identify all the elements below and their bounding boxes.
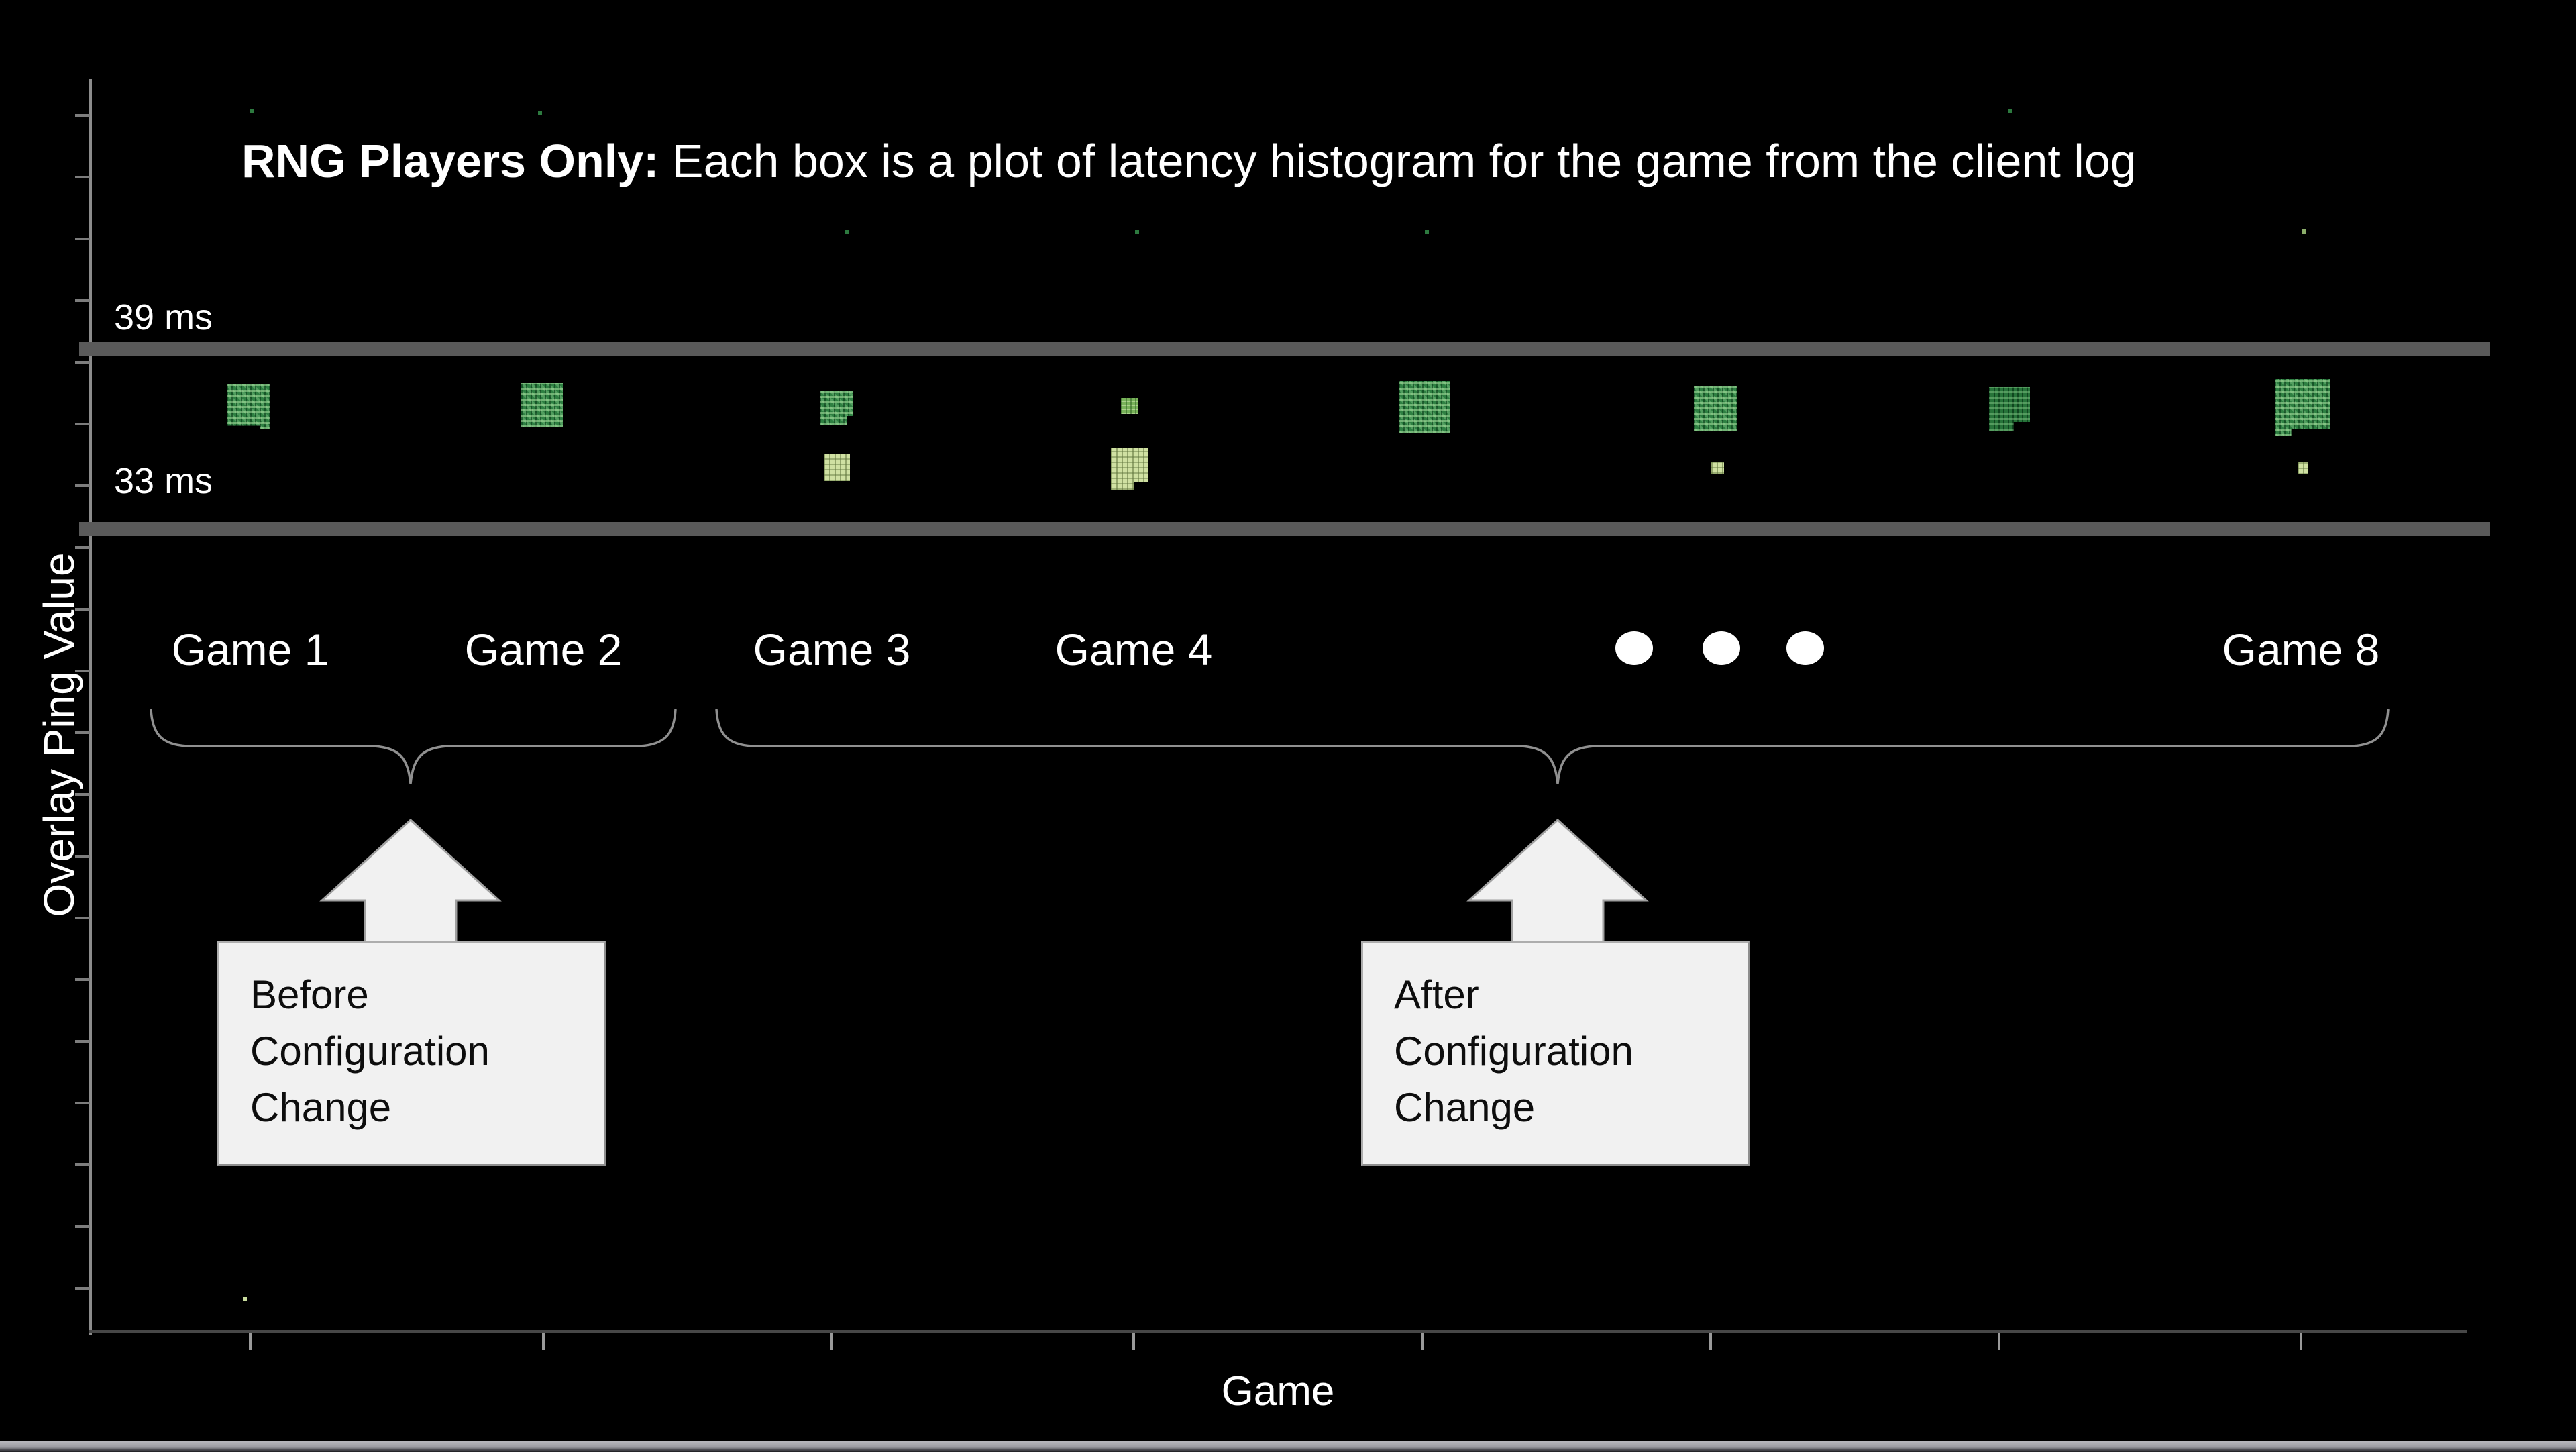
callout-up-arrow [319,818,502,947]
x-axis-tick [1709,1333,1712,1350]
outlier-pixel-dot [1425,230,1429,234]
histogram-box [820,391,853,425]
ellipsis-dot [1703,631,1740,665]
y-axis-tick [75,1287,90,1290]
game-label: Game 3 [753,625,911,674]
histogram-box [1711,462,1724,474]
outlier-pixel-dot [1135,230,1139,234]
after-callout-line3: Change [1394,1085,1536,1130]
ref-line-39ms [79,342,2490,356]
outlier-pixel-dot [2008,109,2012,113]
y-axis-tick [75,299,90,302]
histogram-box [1399,381,1450,433]
x-axis-tick [1132,1333,1135,1350]
histogram-box [824,454,850,481]
y-axis-tick [75,176,90,178]
x-axis-tick [1421,1333,1424,1350]
y-axis-tick [75,608,90,611]
x-axis-tick [830,1333,833,1350]
y-axis-tick [75,731,90,734]
game-label: Game 2 [464,625,623,674]
ellipsis-dot [1786,631,1824,665]
x-axis-tick [1998,1333,2000,1350]
ref-line-33ms [79,522,2490,536]
x-axis-tick [542,1333,545,1350]
outlier-pixel-dot [538,111,542,115]
outlier-pixel-dot [845,230,849,234]
game-label: Game 8 [2222,625,2380,674]
after-callout-line1: After [1394,972,1479,1017]
histogram-box [521,383,563,427]
x-axis-tick [2300,1333,2302,1350]
y-axis-tick [75,546,90,549]
y-axis-tick [75,1225,90,1228]
callout-up-arrow [1466,818,1649,947]
grouping-brace [715,709,2390,784]
histogram-box [1121,398,1138,414]
before-config-callout: Before Configuration Change [217,941,606,1166]
ref-label-39ms: 39 ms [114,297,213,338]
ellipsis-dot [1615,631,1653,665]
y-axis-tick [75,238,90,240]
after-callout-line2: Configuration [1394,1029,1633,1074]
y-axis-tick [75,978,90,981]
y-axis-tick [75,484,90,487]
y-axis-tick [75,670,90,672]
y-axis-tick [75,855,90,858]
outlier-pixel-dot [243,1297,247,1301]
y-axis-tick [75,793,90,796]
ref-label-33ms: 33 ms [114,461,213,501]
histogram-box [2298,462,2308,474]
histogram-box [2275,379,2330,436]
y-axis-tick [75,917,90,919]
x-axis-line [89,1330,2467,1333]
game-label: Game 4 [1055,625,1213,674]
x-axis-tick [249,1333,252,1350]
y-axis-tick [75,423,90,425]
chart-title: RNG Players Only: Each box is a plot of … [241,134,2137,188]
before-callout-line3: Change [250,1085,392,1130]
grouping-brace [150,709,677,784]
chart-title-rest: Each box is a plot of latency histogram … [659,135,2137,187]
outlier-pixel-dot [2302,229,2306,234]
before-callout-line1: Before [250,972,369,1017]
game-label: Game 1 [171,625,329,674]
y-axis-tick [75,1163,90,1166]
y-axis-line [89,79,92,1335]
outlier-pixel-dot [250,109,254,113]
y-axis-tick [75,114,90,117]
y-axis-tick [75,1040,90,1043]
x-axis-label: Game [1221,1368,1335,1414]
window-bottom-edge [0,1441,2576,1452]
y-axis-tick [75,1102,90,1104]
histogram-box [1694,386,1737,431]
before-callout-line2: Configuration [250,1029,490,1074]
histogram-box [227,384,270,429]
after-config-callout: After Configuration Change [1361,941,1750,1166]
chart-title-bold: RNG Players Only: [241,135,659,187]
y-axis-tick [75,361,90,364]
